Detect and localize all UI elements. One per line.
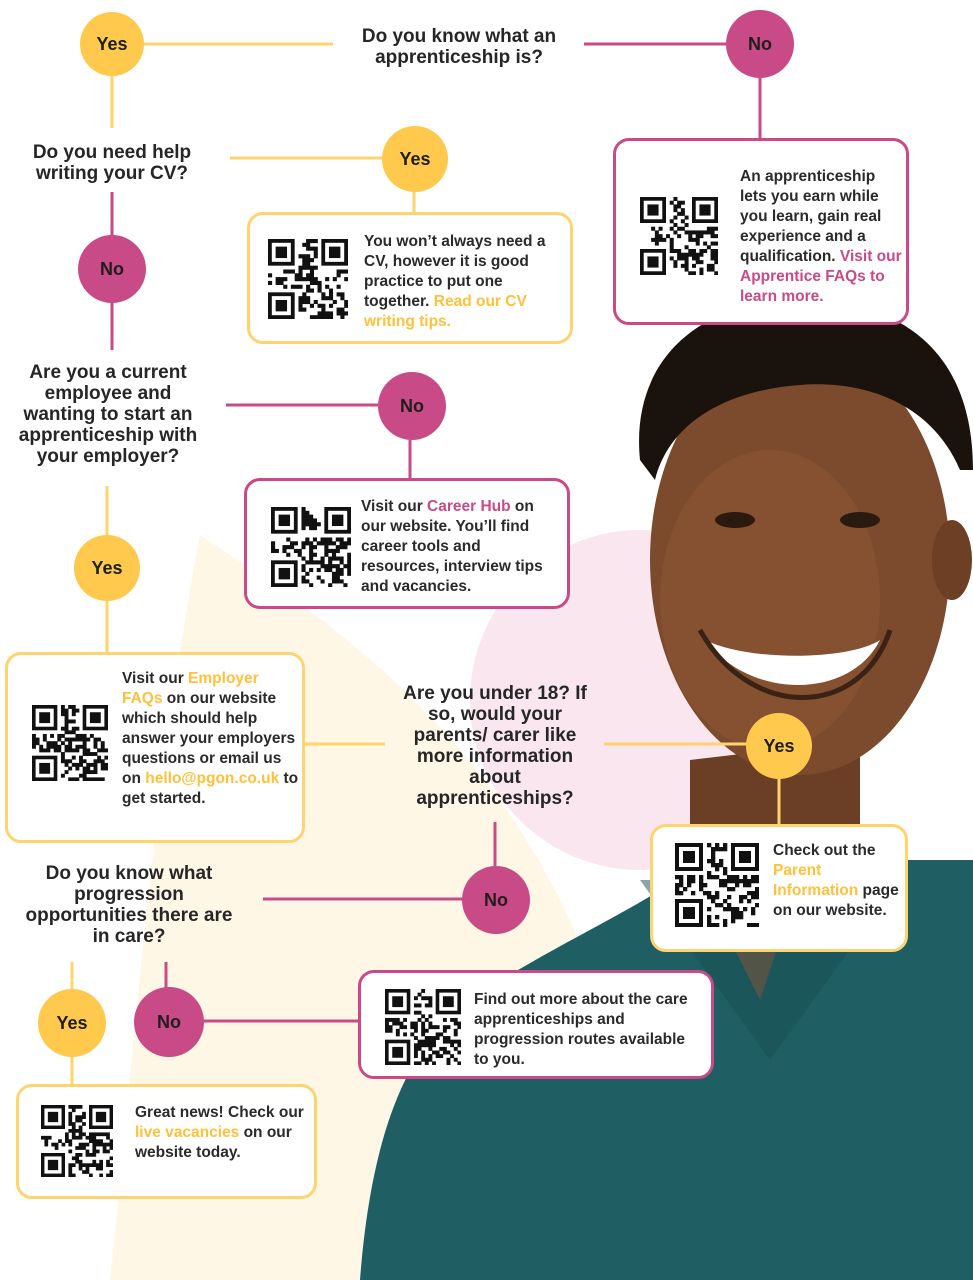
- answer-no-q1: No: [726, 10, 794, 78]
- employer-text-mid: on our website which should help answer …: [122, 690, 296, 787]
- qr-code-icon: [271, 507, 351, 587]
- parent-information-link[interactable]: Parent Information: [773, 862, 859, 899]
- answer-no-q2: No: [78, 235, 146, 303]
- email-link[interactable]: hello@pgon.co.uk: [145, 770, 280, 787]
- cv-text: You won’t always need a CV, however it i…: [364, 233, 546, 310]
- answer-yes-q5: Yes: [38, 989, 106, 1057]
- progression-text: Find out more about the care apprentices…: [474, 991, 688, 1068]
- cv-tips-link[interactable]: Read our CV writing tips.: [364, 293, 527, 330]
- apprentice-faqs-link[interactable]: Visit our Apprentice FAQs to learn more.: [740, 248, 902, 305]
- parent-text-post: page on our website.: [773, 882, 899, 919]
- question-under-18: Are you under 18? If so, would your pare…: [403, 683, 587, 809]
- box-live-vacancies: Great news! Check our live vacancies on …: [16, 1084, 317, 1199]
- qr-code-icon: [385, 989, 461, 1065]
- box-cv-tips: You won’t always need a CV, however it i…: [247, 212, 573, 344]
- career-hub-link[interactable]: Career Hub: [427, 498, 511, 515]
- live-vacancies-link[interactable]: live vacancies: [135, 1124, 240, 1141]
- employer-text-post: to get started.: [122, 770, 299, 807]
- qr-code-icon: [640, 197, 718, 275]
- box-employer-faqs: Visit our Employer FAQs on our website w…: [5, 652, 305, 843]
- question-current-employee: Are you a current employee and wanting t…: [18, 362, 198, 467]
- qr-code-icon: [675, 843, 759, 927]
- box-career-hub: Visit our Career Hub on our website. You…: [244, 478, 570, 609]
- qr-code-icon: [32, 705, 108, 781]
- box-apprentice-faqs: An apprenticeship lets you earn while yo…: [613, 138, 909, 325]
- apprentice-text: An apprenticeship lets you earn while yo…: [740, 168, 882, 265]
- employer-text-pre: Visit our: [122, 670, 189, 687]
- box-parent-information: Check out the Parent Information page on…: [650, 824, 908, 952]
- vacancies-text-pre: Great news! Check our: [135, 1104, 304, 1121]
- qr-code-icon: [268, 239, 348, 319]
- question-know-apprenticeship: Do you know what an apprenticeship is?: [361, 26, 557, 68]
- answer-no-q4: No: [462, 866, 530, 934]
- answer-yes-q3: Yes: [74, 535, 140, 601]
- question-need-cv-help: Do you need help writing your CV?: [32, 142, 192, 184]
- career-text-post: on our website. You’ll find career tools…: [361, 498, 543, 595]
- answer-yes-q4: Yes: [746, 713, 812, 779]
- employer-faqs-link[interactable]: Employer FAQs: [122, 670, 259, 707]
- career-text-pre: Visit our: [361, 498, 428, 515]
- vacancies-text-post: on our website today.: [135, 1124, 292, 1161]
- answer-no-q5: No: [134, 987, 204, 1057]
- answer-yes-q2: Yes: [382, 126, 448, 192]
- parent-text-pre: Check out the: [773, 842, 876, 859]
- answer-yes-q1: Yes: [80, 12, 144, 76]
- qr-code-icon: [41, 1105, 113, 1177]
- answer-no-q3: No: [378, 372, 446, 440]
- question-progression: Do you know what progression opportuniti…: [25, 863, 233, 947]
- box-progression-routes: Find out more about the care apprentices…: [358, 970, 714, 1079]
